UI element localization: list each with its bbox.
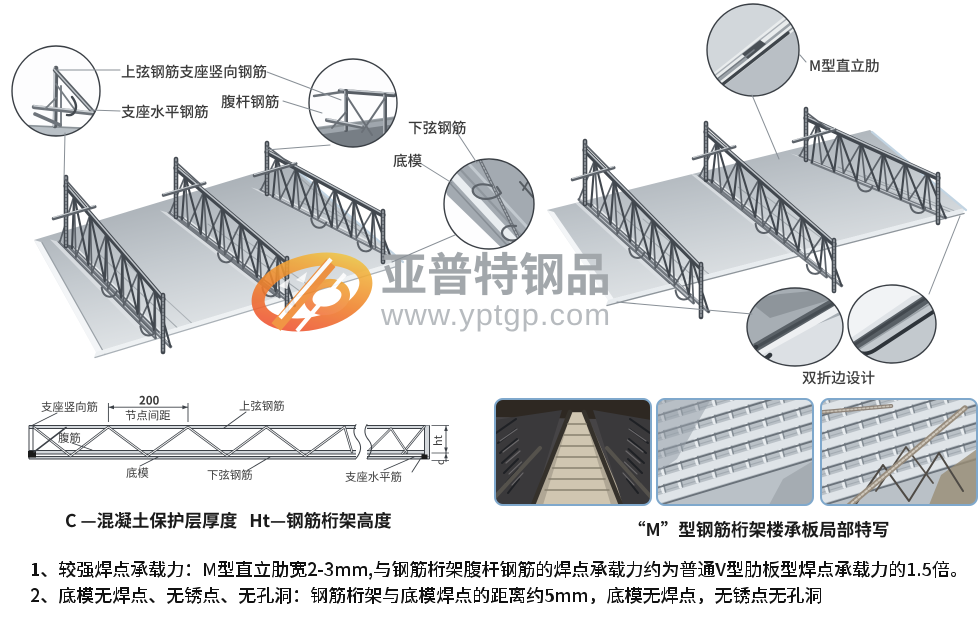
svg-text:www.yptgp.com: www.yptgp.com — [380, 297, 611, 332]
